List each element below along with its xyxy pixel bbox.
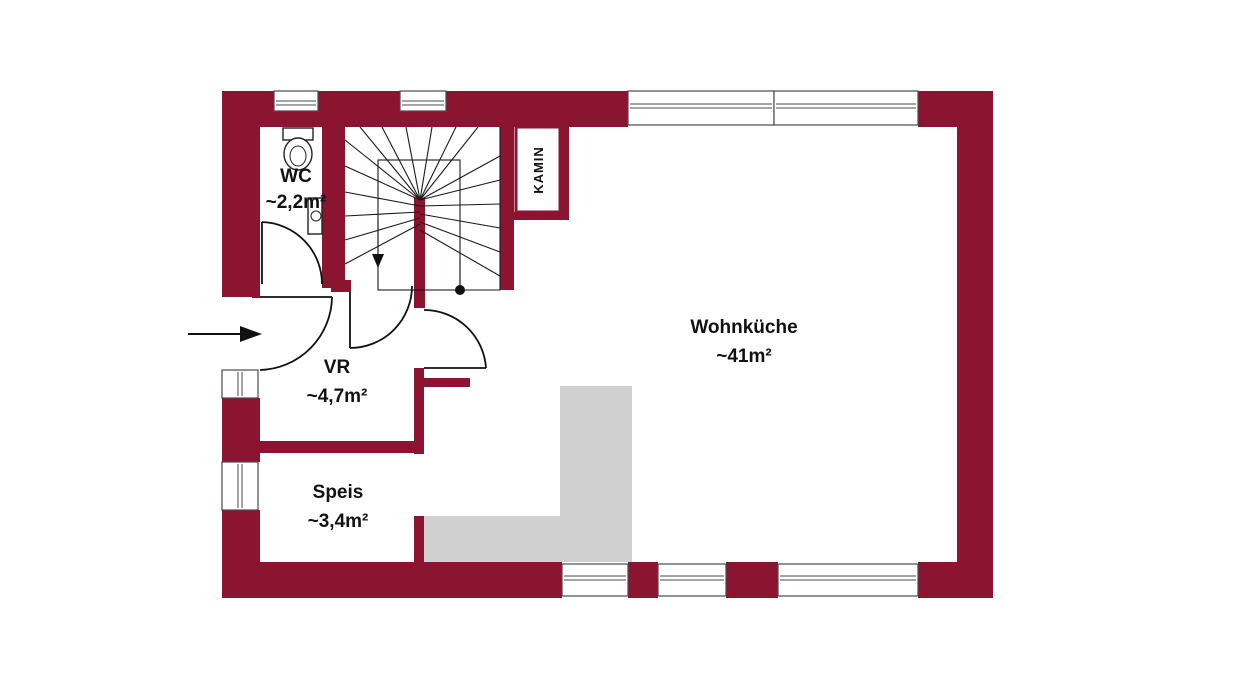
room-wohnkueche: Wohnküche ~41m² bbox=[690, 317, 797, 367]
window-bottom-2 bbox=[657, 563, 727, 597]
window-top-wc bbox=[273, 90, 319, 112]
room-vr-name: VR bbox=[324, 357, 351, 378]
window-bottom-3 bbox=[777, 563, 919, 597]
room-vr: VR ~4,7m² bbox=[307, 357, 368, 407]
door-stair bbox=[349, 285, 413, 349]
stair-direction-arrow-icon bbox=[372, 222, 384, 268]
window-left-speis bbox=[221, 461, 259, 511]
window-top-living-2 bbox=[773, 90, 919, 126]
room-vr-area: ~4,7m² bbox=[307, 386, 368, 407]
stair-start-dot-icon bbox=[455, 285, 465, 295]
room-speis-area: ~3,4m² bbox=[308, 511, 369, 532]
room-wohnkueche-area: ~41m² bbox=[716, 346, 771, 367]
entrance-arrow-icon bbox=[188, 326, 262, 342]
toilet-icon bbox=[282, 127, 314, 171]
interior-walls bbox=[252, 120, 569, 564]
window-top-stair bbox=[399, 90, 447, 112]
room-speis: Speis ~3,4m² bbox=[308, 482, 369, 532]
exterior-walls bbox=[222, 91, 993, 598]
kitchen-counter bbox=[424, 386, 632, 562]
window-left-vr bbox=[221, 369, 259, 399]
room-wc: WC ~2,2m² bbox=[266, 166, 327, 213]
door-wohnkueche bbox=[423, 309, 487, 369]
sink-icon bbox=[307, 197, 323, 235]
windows bbox=[221, 90, 919, 597]
room-speis-name: Speis bbox=[313, 482, 364, 503]
window-top-living-1 bbox=[627, 90, 775, 126]
staircase bbox=[344, 126, 501, 295]
doors bbox=[259, 221, 487, 371]
door-wc bbox=[261, 221, 323, 285]
room-wc-name: WC bbox=[280, 166, 312, 187]
room-wc-area: ~2,2m² bbox=[266, 192, 327, 213]
fireplace: KAMIN bbox=[514, 125, 562, 214]
door-entrance bbox=[259, 296, 333, 371]
room-wohnkueche-name: Wohnküche bbox=[690, 317, 797, 338]
window-bottom-1 bbox=[561, 563, 629, 597]
fireplace-label: KAMIN bbox=[531, 146, 546, 194]
